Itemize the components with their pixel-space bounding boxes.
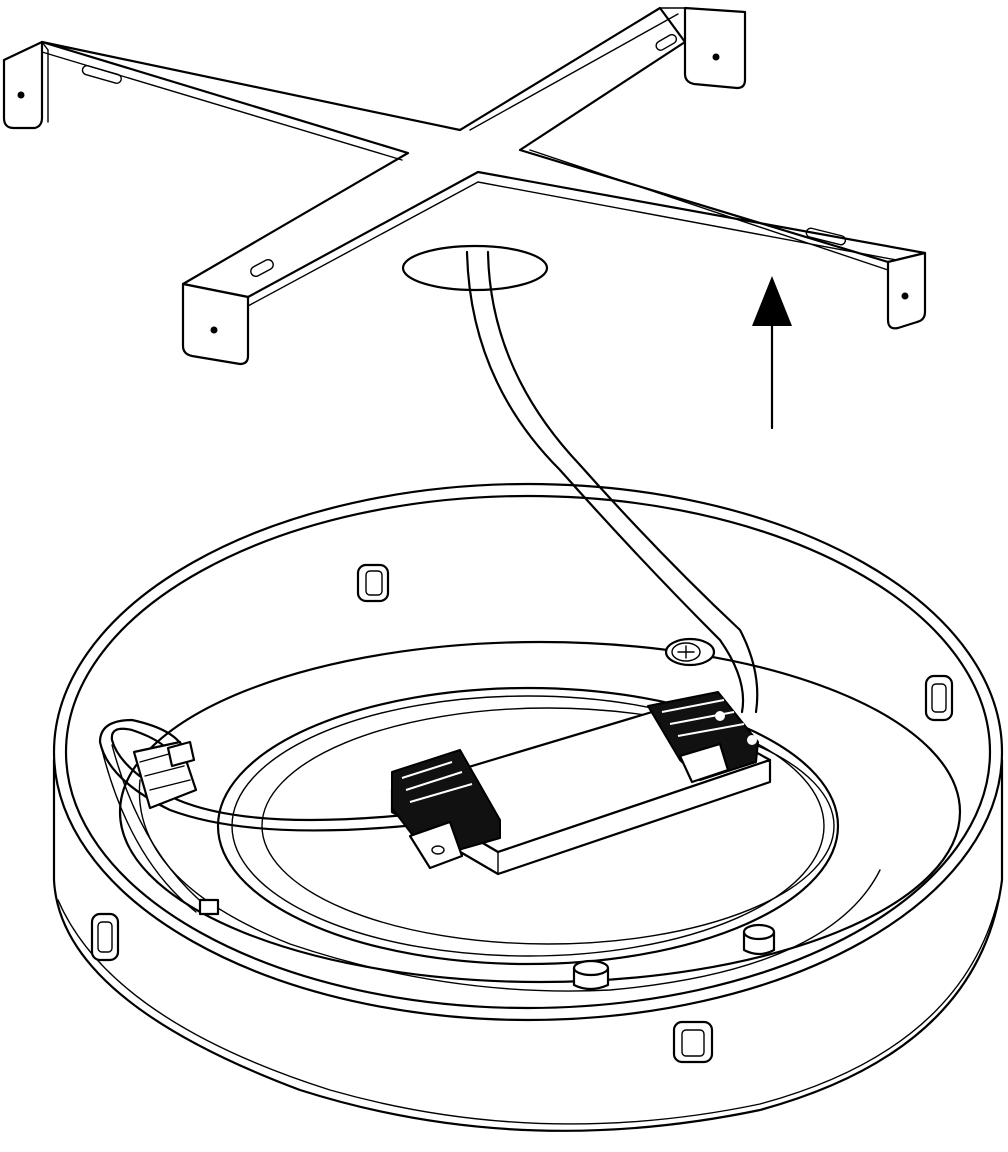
base-clip [924,674,954,722]
direction-arrow [752,276,792,430]
base-clip [90,912,120,962]
base-foot [742,923,776,956]
base-clip [356,563,390,603]
base-foot [572,959,610,991]
led-driver [390,691,772,876]
mounting-bracket [2,6,927,366]
screw [664,637,716,667]
wire-connector [132,740,198,810]
base-clip [672,1020,714,1064]
bracket-top-face [40,6,927,299]
ceiling-hole [401,244,549,292]
power-cable [98,250,759,916]
